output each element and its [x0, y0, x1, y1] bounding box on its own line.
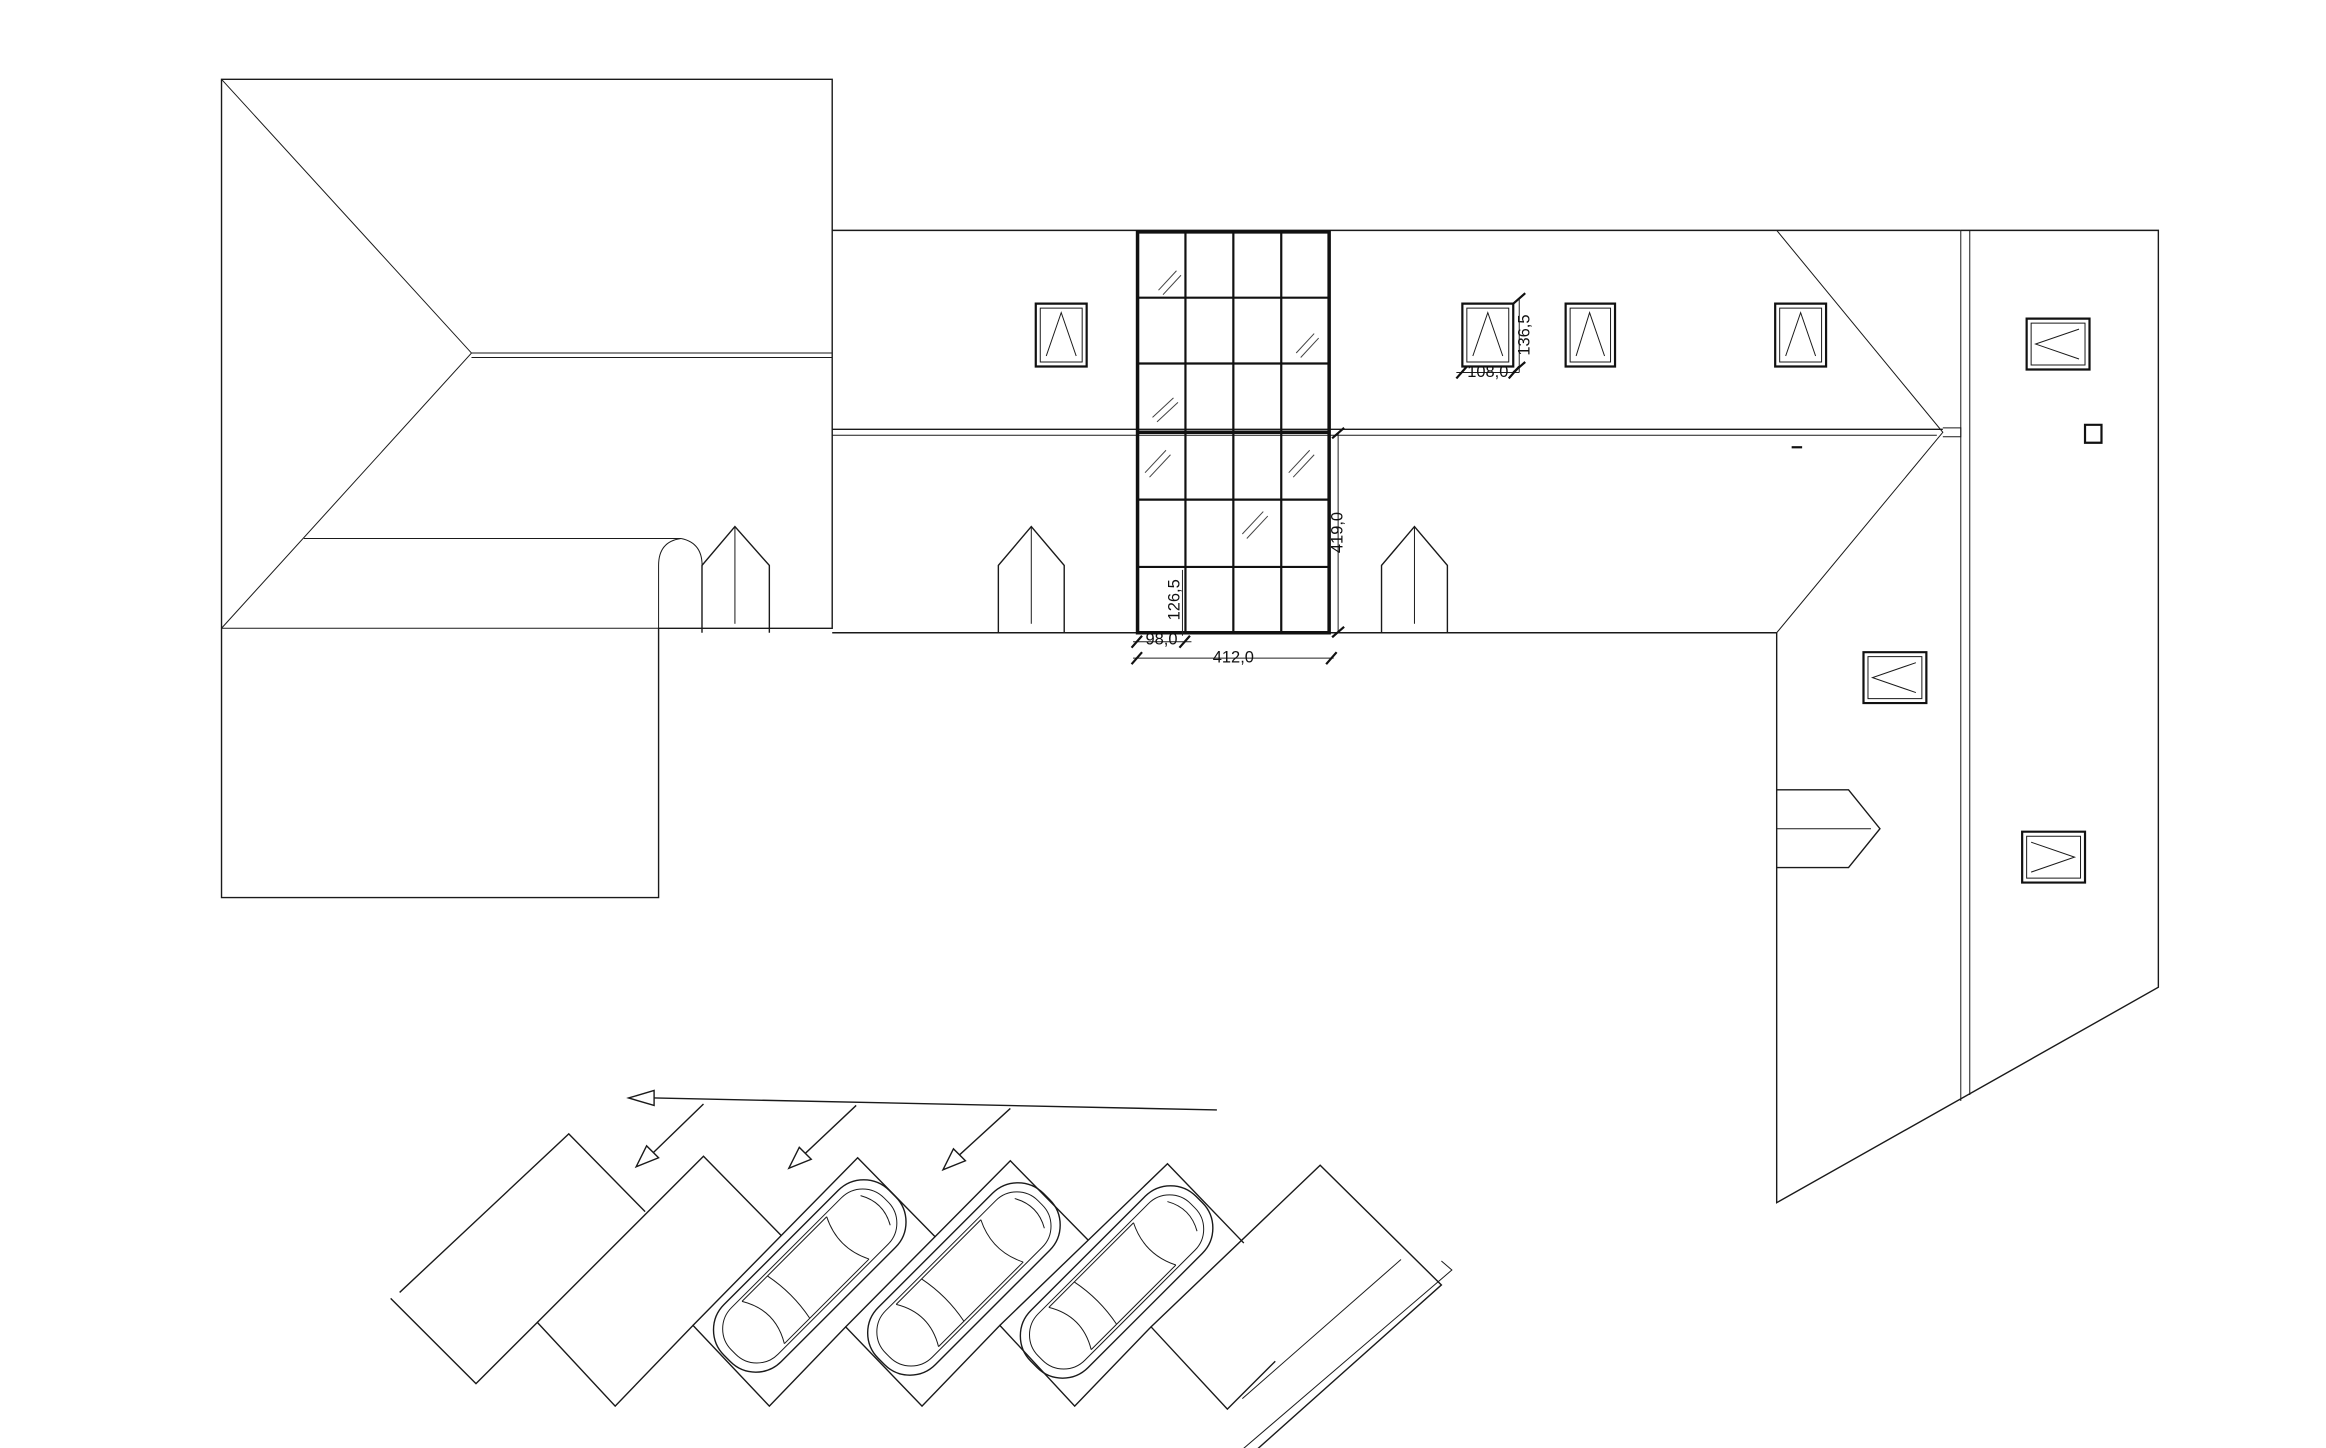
skylight-4 [1775, 304, 1826, 367]
dim-skylight-width: 108,0 [1467, 363, 1508, 381]
dormer-1 [702, 527, 769, 633]
skylight-1 [1036, 304, 1087, 367]
roof-hatch [2085, 425, 2101, 443]
dim-skylight-height: 136,5 [1516, 315, 1534, 356]
dim-bay-width: 98,0 [1145, 631, 1177, 649]
dimension-glass-roof [1132, 428, 1345, 664]
skylight-6 [1863, 652, 1926, 703]
dimension-skylight [1456, 293, 1525, 378]
skylight-2 [1462, 304, 1513, 367]
dim-overall-height: 419,0 [1329, 512, 1347, 553]
skylight-5 [2027, 319, 2090, 370]
glass-roof [1138, 232, 1330, 633]
east-wing-roof [1777, 230, 2159, 1202]
traffic-arrows [629, 1090, 1217, 1169]
parked-car-2 [853, 1168, 1075, 1390]
dormer-3 [1382, 527, 1448, 633]
dim-bay-height: 126,5 [1165, 579, 1183, 620]
parked-car-3 [1005, 1171, 1227, 1393]
dim-overall-width: 412,0 [1213, 649, 1254, 667]
central-wing-roof [832, 230, 1961, 632]
parked-car-1 [699, 1165, 921, 1387]
dormer-2 [998, 527, 1064, 633]
skylight-7 [2022, 832, 2085, 883]
skylight-3 [1566, 304, 1615, 367]
west-building-roof [222, 79, 833, 897]
parking-row [391, 1134, 1452, 1448]
